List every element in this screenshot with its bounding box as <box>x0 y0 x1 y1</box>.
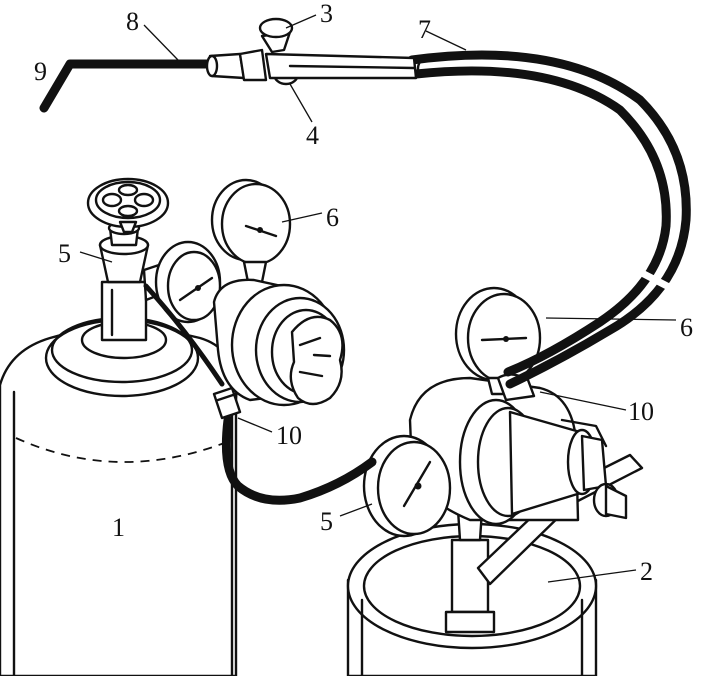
label-4: 4 <box>306 121 319 150</box>
label-5-right: 5 <box>320 507 333 536</box>
labels: 9 8 3 4 7 6 5 10 6 10 5 1 2 <box>34 0 693 586</box>
label-1: 1 <box>112 513 125 542</box>
label-3: 3 <box>320 0 333 28</box>
hoses <box>143 50 696 505</box>
label-2: 2 <box>640 557 653 586</box>
label-7: 7 <box>418 15 431 44</box>
right-regulator <box>362 286 644 634</box>
left-regulator <box>154 178 346 420</box>
torch <box>39 17 418 113</box>
label-10-left: 10 <box>276 421 302 450</box>
label-8: 8 <box>126 7 139 36</box>
label-5-left: 5 <box>58 239 71 268</box>
cylinder-1 <box>0 177 238 678</box>
label-10-right: 10 <box>628 397 654 426</box>
label-6-right: 6 <box>680 313 693 342</box>
leader-lines <box>79 14 677 583</box>
label-9: 9 <box>34 57 47 86</box>
label-6-left: 6 <box>326 203 339 232</box>
